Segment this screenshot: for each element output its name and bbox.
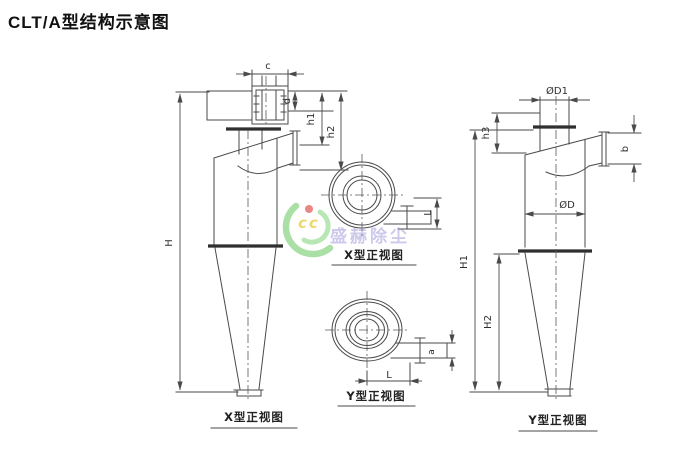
x-plan-view: L X型正视图	[321, 154, 442, 266]
cyclone-body-x	[208, 76, 301, 399]
dim-label-h1: h1	[306, 113, 317, 126]
dim-L-x-plan: L	[397, 197, 442, 230]
outlet-duct	[206, 90, 348, 121]
dim-label-L-y: L	[386, 370, 392, 381]
dim-label-H1: H1	[459, 255, 470, 269]
concentric-rings	[325, 291, 409, 369]
caption-y-front-label: Y型正视图	[527, 413, 587, 427]
dim-label-L-x: L	[423, 210, 434, 216]
inlet-pipe-y	[390, 337, 448, 364]
caption-x-plan: X型正视图	[331, 248, 417, 266]
watermark-dot-icon	[305, 205, 313, 213]
dim-label-a: a	[427, 349, 437, 355]
dim-b: b	[607, 115, 642, 182]
dim-D1: ØD1	[519, 85, 590, 103]
dim-label-D: ØD	[559, 199, 575, 211]
outlet-flange-box	[251, 75, 289, 125]
y-plan-view: a L Y型正视图	[325, 291, 456, 407]
dim-h2: h2	[299, 92, 349, 171]
cyclone-body-y	[518, 96, 610, 399]
caption-x-front-label: X型正视图	[224, 410, 284, 424]
caption-y-plan-label: Y型正视图	[345, 389, 405, 403]
caption-y-front: Y型正视图	[518, 413, 598, 432]
watermark-swirl-inner-icon	[301, 209, 331, 245]
dim-H1: H1	[459, 129, 534, 391]
dim-label-D1: ØD1	[546, 85, 568, 97]
dim-D: ØD	[524, 199, 586, 217]
dim-label-c: c	[265, 61, 271, 72]
caption-y-plan: Y型正视图	[337, 389, 416, 407]
dim-H: H	[164, 91, 239, 393]
dim-label-d: d	[282, 98, 293, 104]
dim-label-b: b	[620, 146, 631, 152]
outlet-pipe-y	[533, 96, 576, 152]
dim-a: a	[427, 330, 456, 371]
watermark-monogram: cc	[298, 214, 320, 232]
dim-c: c	[236, 61, 304, 87]
dim-H2: H2	[469, 253, 548, 393]
dim-L-y-plan: L	[355, 362, 422, 386]
watermark-company-name: 盛赫除尘	[330, 226, 410, 247]
y-front-view: ØD1 h3 H1	[459, 85, 642, 432]
caption-x-front: X型正视图	[210, 410, 298, 429]
dim-d: d	[282, 91, 298, 111]
dim-label-H2: H2	[483, 315, 494, 329]
dim-h3: h3	[481, 112, 541, 154]
inlet-pipe-x	[383, 205, 432, 230]
dim-label-h3: h3	[481, 127, 492, 140]
dim-label-h2: h2	[326, 126, 337, 139]
watermark-swirl-icon	[282, 202, 334, 258]
page-title: CLT/A型结构示意图	[8, 13, 170, 32]
caption-x-plan-label: X型正视图	[344, 248, 404, 262]
x-front-view: H	[164, 61, 349, 429]
dim-label-H: H	[164, 239, 175, 247]
watermark: cc 盛赫除尘	[282, 202, 410, 258]
volute-scroll	[321, 154, 404, 237]
dim-h1: h1	[299, 92, 330, 146]
